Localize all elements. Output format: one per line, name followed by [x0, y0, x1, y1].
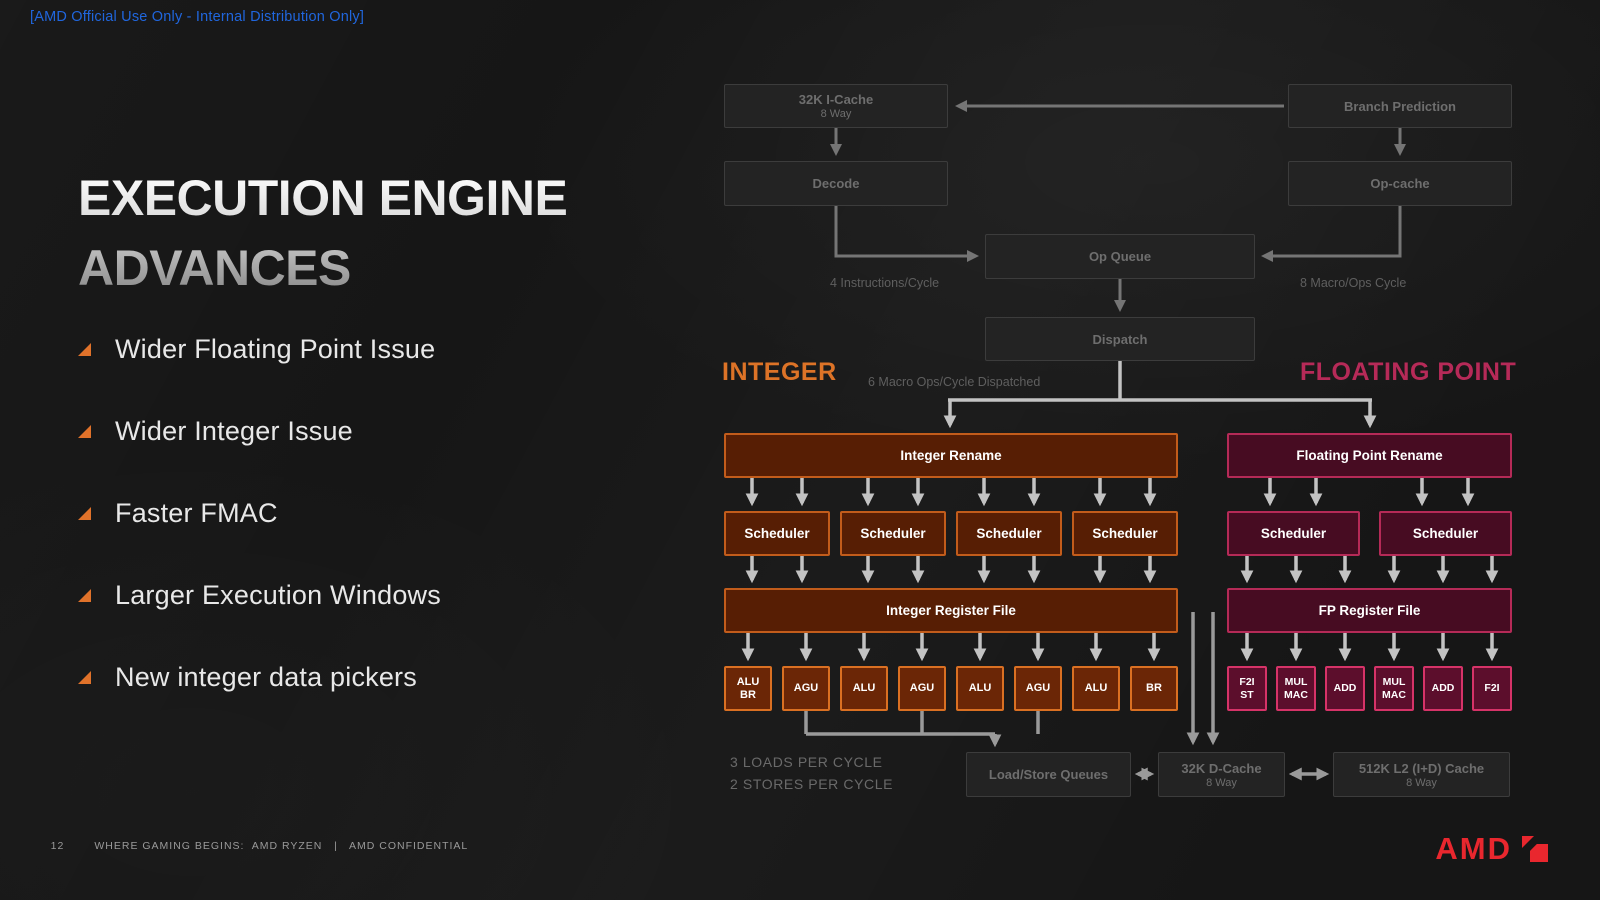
integer-unit-box: AGU: [1014, 666, 1062, 711]
bullet-item: Faster FMAC: [78, 498, 441, 529]
integer-unit-box: AGU: [782, 666, 830, 711]
footer-text: WHERE GAMING BEGINS: AMD RYZEN | AMD CON…: [94, 840, 469, 852]
loads-per-cycle-note: 3 LOADS PER CYCLE: [730, 754, 883, 770]
opcache-rate-note: 8 Macro/Ops Cycle: [1300, 276, 1407, 290]
bullet-triangle-icon: [78, 507, 91, 520]
bullet-triangle-icon: [78, 425, 91, 438]
dcache-ways-label: 8 Way: [1206, 776, 1237, 789]
l2-cache-ways-label: 8 Way: [1406, 776, 1437, 789]
bullet-label: Wider Integer Issue: [115, 416, 353, 446]
fp-rename-box: Floating Point Rename: [1227, 433, 1512, 478]
bullet-item: Larger Execution Windows: [78, 580, 441, 611]
op-queue-label: Op Queue: [1088, 249, 1152, 264]
op-queue-box: Op Queue: [985, 234, 1255, 279]
amd-logo: AMD: [1435, 831, 1548, 867]
footer: 12 WHERE GAMING BEGINS: AMD RYZEN | AMD C…: [35, 828, 468, 864]
integer-unit-box: ALU BR: [724, 666, 772, 711]
stores-per-cycle-note: 2 STORES PER CYCLE: [730, 775, 894, 792]
bullet-item: New integer data pickers: [78, 662, 441, 693]
bullet-triangle-icon: [78, 589, 91, 602]
l2-cache-label: 512K L2 (I+D) Cache: [1358, 760, 1485, 776]
load-store-rate-note: 3 LOADS PER CYCLE 2 STORES PER CYCLE: [730, 752, 893, 795]
branch-prediction-box: Branch Prediction: [1288, 84, 1512, 128]
page-number: 12: [50, 840, 65, 852]
decode-box: Decode: [724, 161, 948, 206]
bullet-label: New integer data pickers: [115, 662, 417, 692]
decode-rate-note: 4 Instructions/Cycle: [830, 276, 940, 290]
amd-arrow-icon: [1522, 836, 1548, 862]
fp-unit-box: MUL MAC: [1276, 666, 1316, 711]
dispatch-rate-note: 6 Macro Ops/Cycle Dispatched: [868, 375, 1041, 389]
dispatch-box: Dispatch: [985, 317, 1255, 361]
fp-unit-box: ADD: [1423, 666, 1463, 711]
bullet-label: Faster FMAC: [115, 498, 278, 528]
bullet-item: Wider Floating Point Issue: [78, 334, 441, 365]
integer-section-label: INTEGER: [722, 358, 837, 386]
decode-label: Decode: [812, 176, 860, 191]
l2-cache-box: 512K L2 (I+D) Cache 8 Way: [1333, 752, 1510, 797]
bullet-list: Wider Floating Point Issue Wider Integer…: [78, 334, 441, 744]
integer-unit-box: ALU: [956, 666, 1004, 711]
bullet-item: Wider Integer Issue: [78, 416, 441, 447]
icache-box: 32K I-Cache 8 Way: [724, 84, 948, 128]
dcache-box: 32K D-Cache 8 Way: [1158, 752, 1285, 797]
bullet-triangle-icon: [78, 671, 91, 684]
integer-unit-box: ALU: [1072, 666, 1120, 711]
fp-register-file-box: FP Register File: [1227, 588, 1512, 633]
integer-unit-box: BR: [1130, 666, 1178, 711]
bullet-triangle-icon: [78, 343, 91, 356]
dispatch-label: Dispatch: [1092, 331, 1148, 347]
classification-banner: [AMD Official Use Only - Internal Distri…: [30, 9, 365, 25]
bullet-label: Wider Floating Point Issue: [115, 334, 436, 364]
load-store-queues-label: Load/Store Queues: [988, 767, 1109, 782]
integer-register-file-box: Integer Register File: [724, 588, 1178, 633]
integer-rename-box: Integer Rename: [724, 433, 1178, 478]
integer-scheduler-box: Scheduler: [724, 511, 830, 556]
title-line-2: ADVANCES: [78, 240, 351, 296]
floating-point-section-label: FLOATING POINT: [1300, 358, 1517, 386]
dcache-label: 32K D-Cache: [1181, 760, 1262, 776]
branch-prediction-label: Branch Prediction: [1344, 98, 1456, 114]
integer-scheduler-box: Scheduler: [840, 511, 946, 556]
page-title: EXECUTION ENGINE ADVANCES: [78, 163, 567, 303]
load-store-queues-box: Load/Store Queues: [966, 752, 1131, 797]
amd-logo-text: AMD: [1435, 831, 1512, 866]
integer-unit-box: AGU: [898, 666, 946, 711]
fp-unit-box: F2I: [1472, 666, 1512, 711]
integer-unit-box: ALU: [840, 666, 888, 711]
icache-ways-label: 8 Way: [820, 108, 852, 120]
fp-unit-box: ADD: [1325, 666, 1365, 711]
title-line-1: EXECUTION ENGINE: [78, 170, 568, 226]
bullet-label: Larger Execution Windows: [115, 580, 441, 610]
op-cache-box: Op-cache: [1288, 161, 1512, 206]
fp-unit-box: F2I ST: [1227, 666, 1267, 711]
integer-scheduler-box: Scheduler: [1072, 511, 1178, 556]
fp-unit-box: MUL MAC: [1374, 666, 1414, 711]
fp-scheduler-box: Scheduler: [1227, 511, 1360, 556]
icache-label: 32K I-Cache: [798, 92, 874, 107]
op-cache-label: Op-cache: [1370, 176, 1430, 191]
fp-scheduler-box: Scheduler: [1379, 511, 1512, 556]
integer-scheduler-box: Scheduler: [956, 511, 1062, 556]
